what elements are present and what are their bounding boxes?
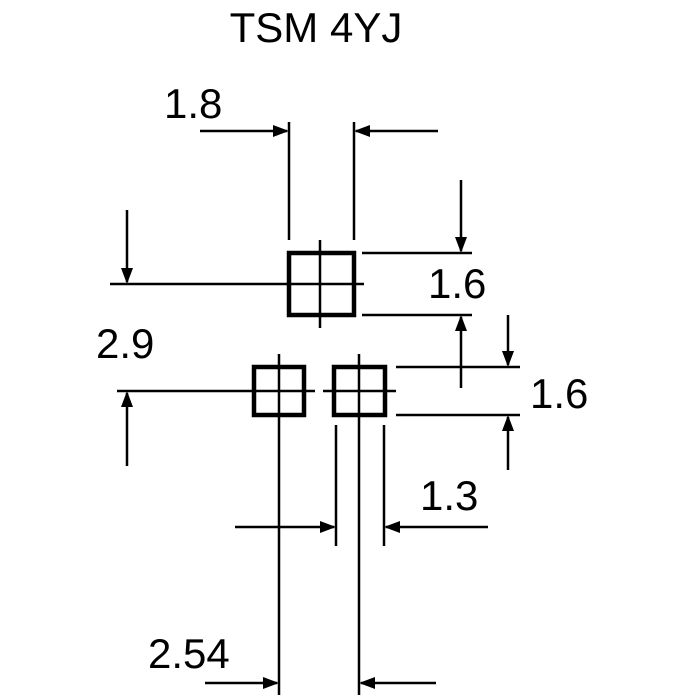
diagram-title: TSM 4YJ [230,4,403,51]
bottom-right-pad [323,354,396,428]
row-spacing-label: 2.9 [96,320,154,367]
pad-height-bottom-label: 1.6 [530,370,588,417]
pad-gap-label: 1.3 [420,472,478,519]
dimension-pad-gap: 1.3 [235,425,488,546]
dimension-pad-height-bottom: 1.6 [396,315,588,470]
dimension-pad-width: 1.8 [164,80,438,240]
top-pad [276,240,364,328]
pad-height-top-label: 1.6 [428,260,486,307]
bottom-left-pad [243,354,315,428]
dimension-pad-height-top: 1.6 [362,180,486,388]
dimension-pitch: 2.54 [148,428,436,695]
pitch-label: 2.54 [148,630,230,677]
pad-width-label: 1.8 [164,80,222,127]
dimension-row-spacing: 2.9 [96,210,276,466]
